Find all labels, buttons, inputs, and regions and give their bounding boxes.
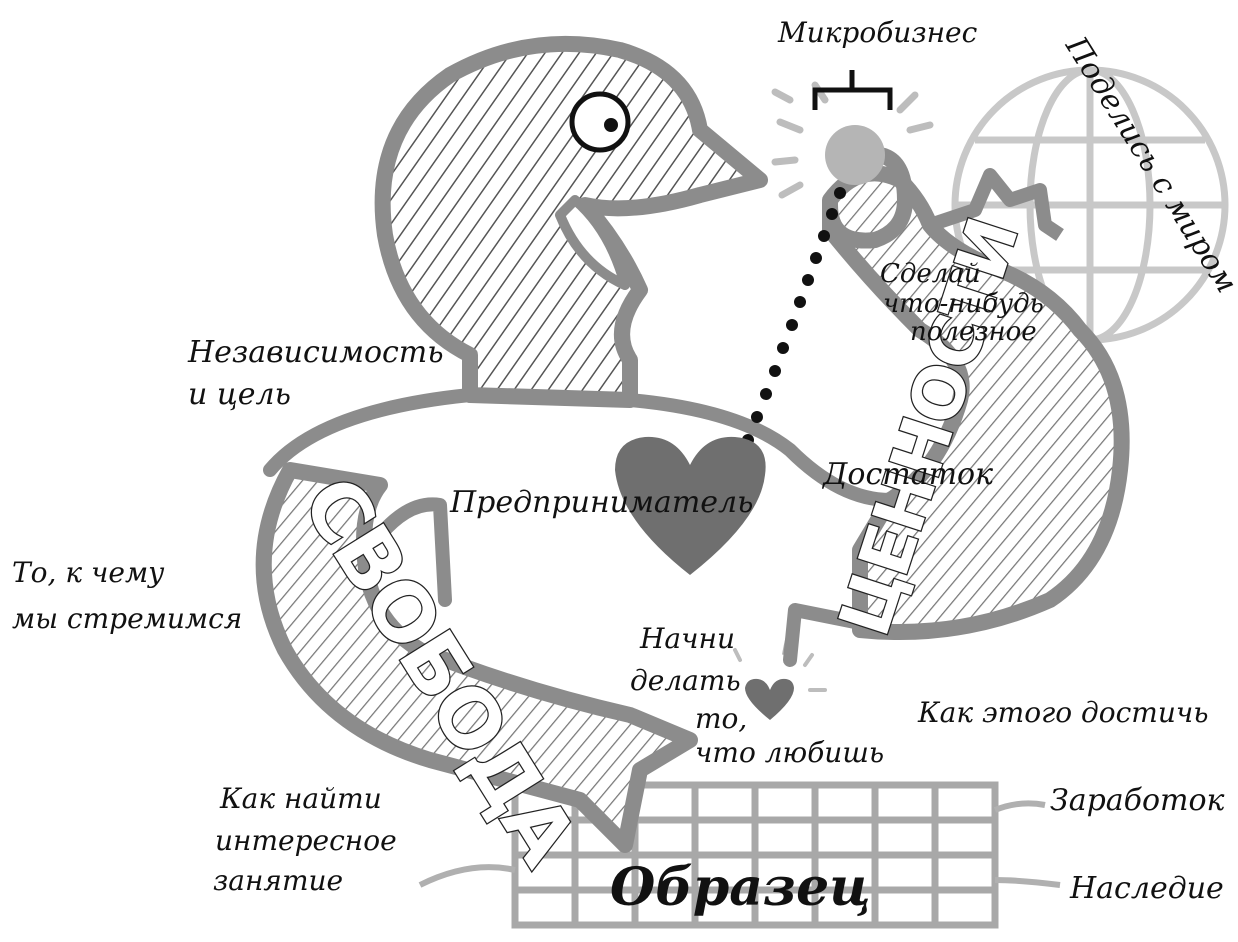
label-aspire-2: мы стремимся	[12, 602, 242, 635]
label-model: Образец	[610, 857, 871, 918]
label-sufficiency: Достаток	[821, 457, 993, 492]
label-start-doing-1: Начни	[639, 622, 735, 655]
label-do-useful-2: что-нибудь	[883, 289, 1044, 319]
label-find-work-1: Как найти	[219, 782, 382, 815]
label-find-work-3: занятие	[213, 864, 343, 897]
label-microbusiness: Микробизнес	[777, 16, 978, 49]
small-heart-icon	[745, 679, 794, 720]
label-do-useful-3: полезное	[910, 317, 1037, 347]
label-start-doing-2: делать	[630, 664, 741, 697]
label-independence-1: Независимость	[187, 335, 444, 370]
label-start-doing-4: что любишь	[695, 736, 884, 769]
label-find-work-2: интересное	[215, 824, 397, 857]
eye-icon	[572, 94, 628, 150]
label-earnings: Заработок	[1050, 783, 1225, 818]
label-aspire-1: То, к чему	[12, 556, 165, 589]
label-start-doing-3: то,	[695, 702, 747, 735]
label-entrepreneur: Предприниматель	[449, 485, 753, 520]
label-legacy: Наследие	[1069, 871, 1224, 906]
label-how-to-achieve: Как этого достичь	[917, 696, 1209, 729]
label-do-useful-1: Сделай	[880, 259, 981, 289]
label-independence-2: и цель	[188, 377, 291, 412]
